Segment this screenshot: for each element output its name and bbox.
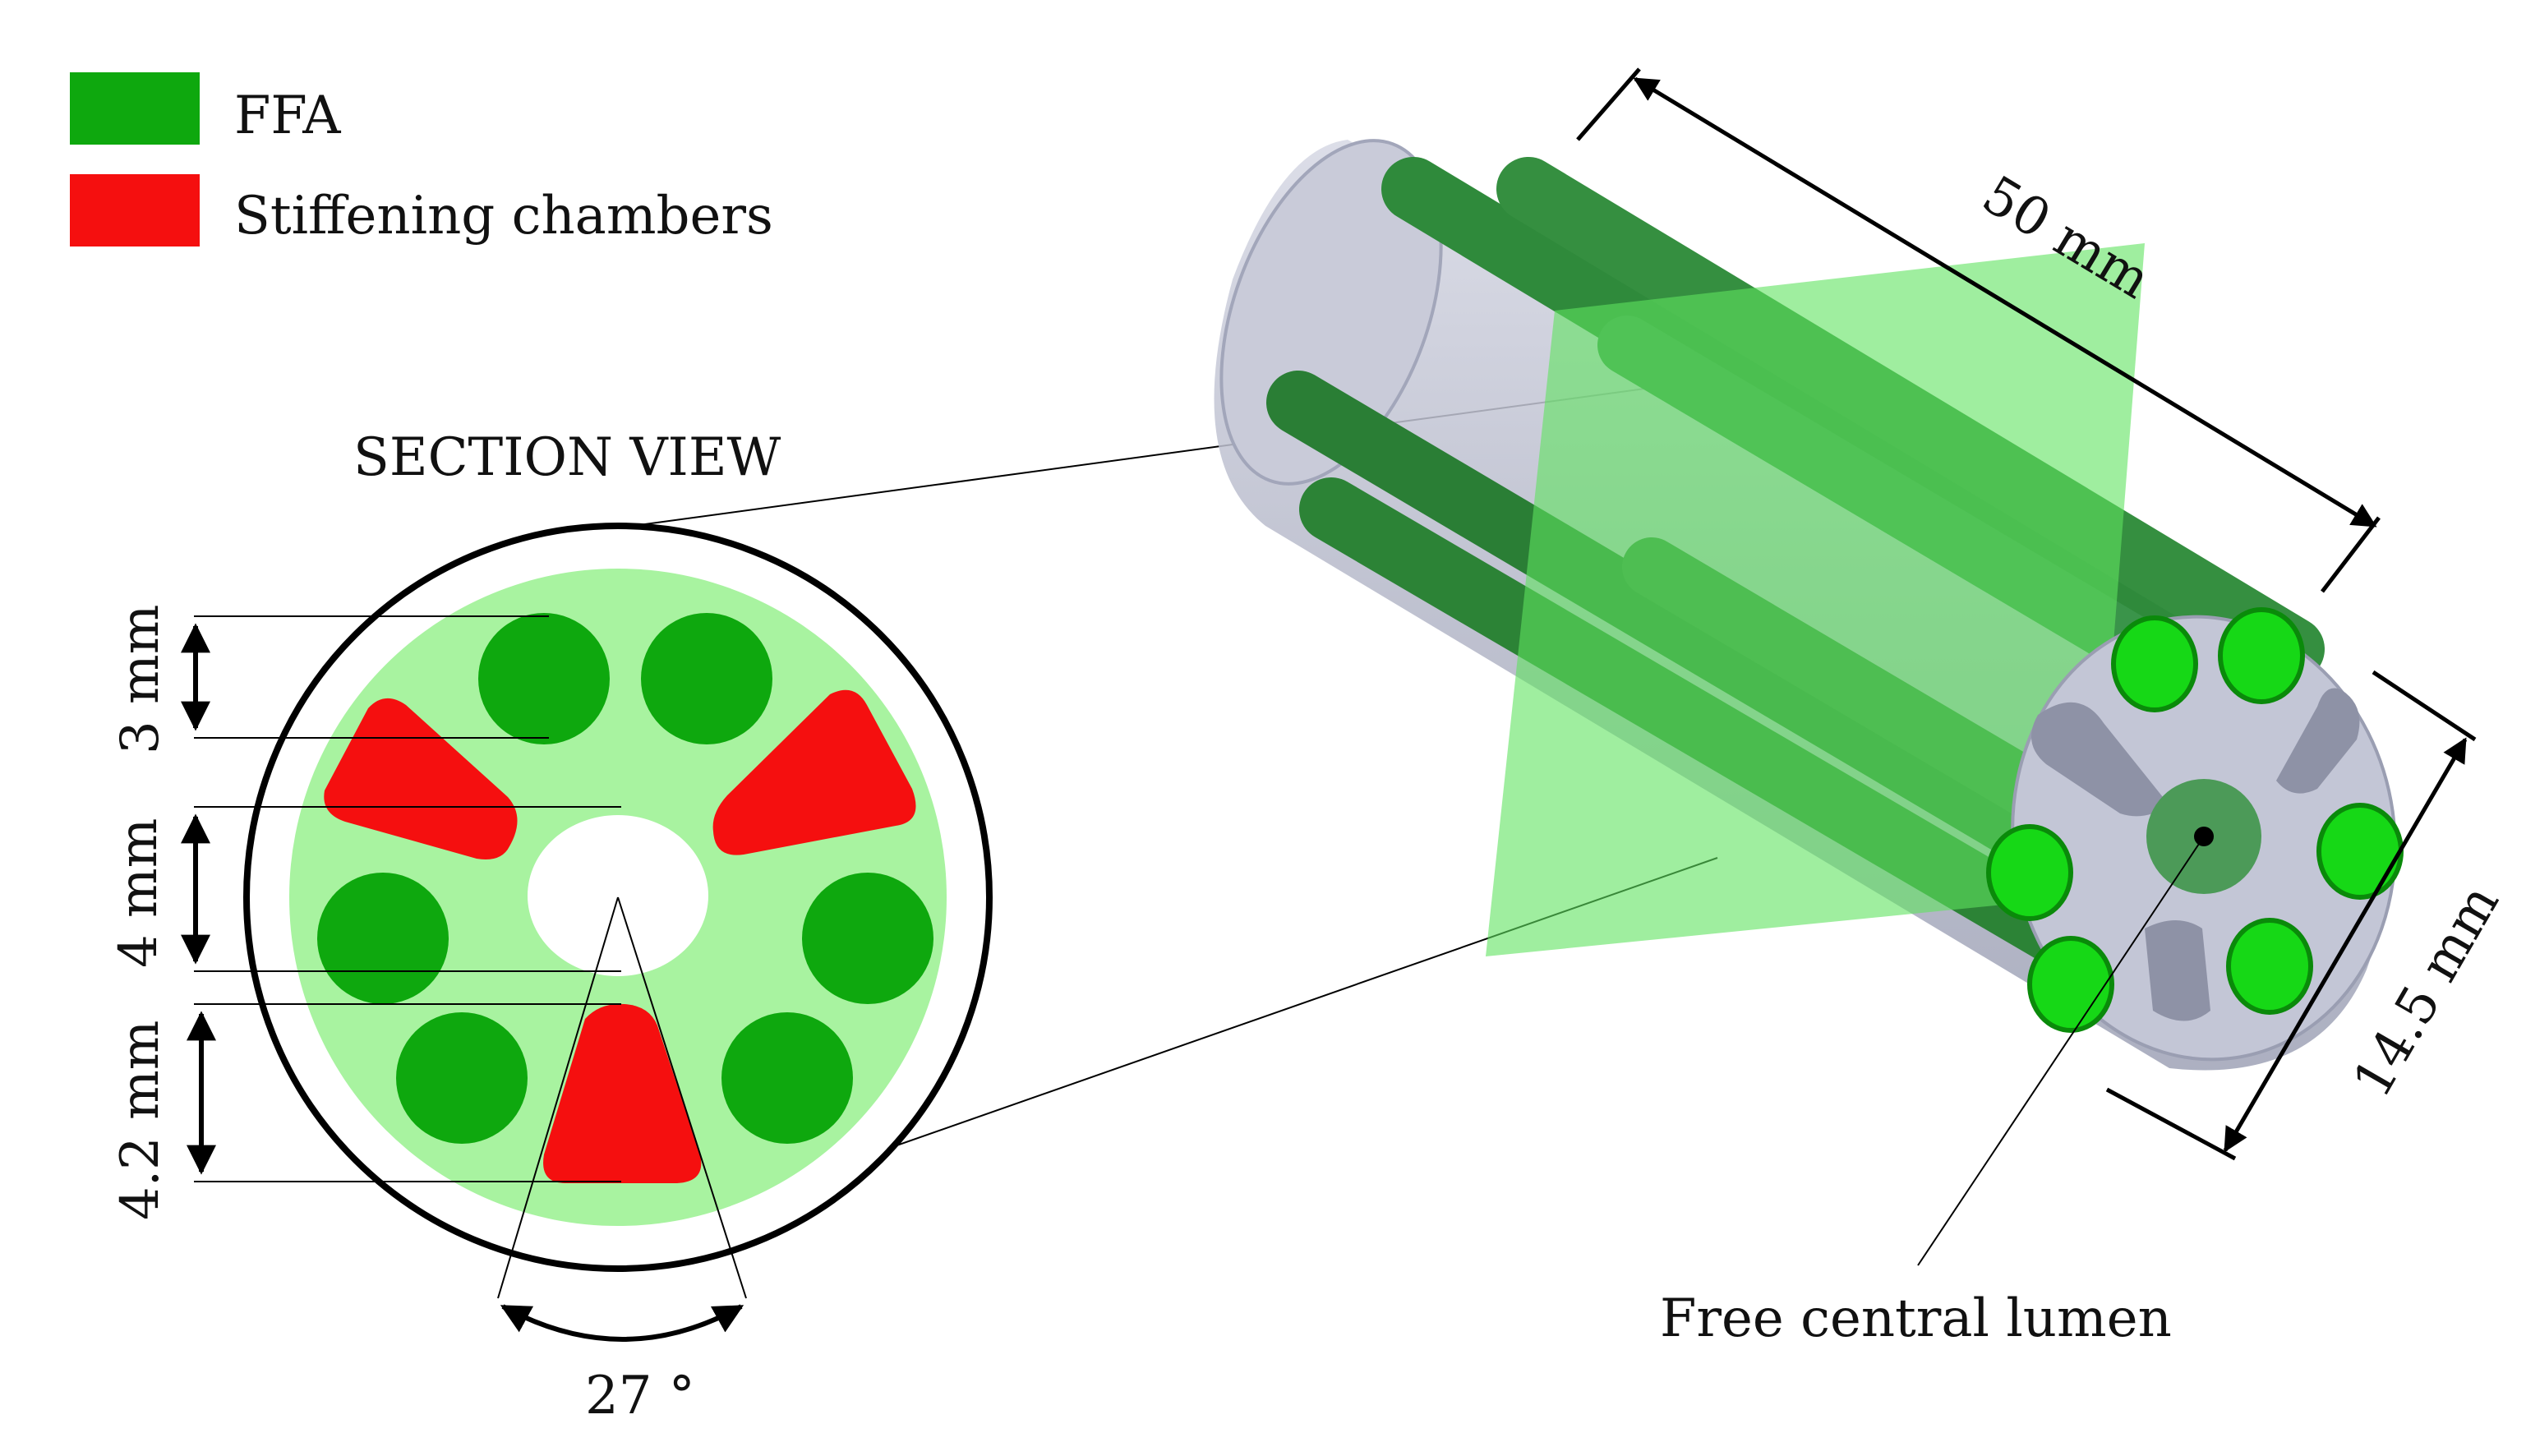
legend-label-ffa: FFA	[234, 85, 341, 146]
legend-label-chambers: Stiffening chambers	[234, 186, 773, 247]
section-chamber-right	[712, 689, 916, 855]
section-ffa-1	[478, 613, 610, 744]
section-view: SECTION VIEW	[108, 427, 993, 1426]
legend-swatch-chambers	[70, 174, 200, 247]
section-ffa-3	[317, 873, 449, 1004]
ffa-diameter-label: 3 mm	[110, 605, 171, 754]
isometric-view: 50 mm 14.5 mm Free central lumen	[1214, 67, 2511, 1349]
section-ffa-4	[802, 873, 933, 1004]
section-chamber-group	[324, 689, 916, 1183]
lumen-diameter-label: 4 mm	[108, 818, 169, 968]
angle-arc-arrow	[500, 1304, 744, 1342]
lumen-leader-line	[1917, 836, 2205, 1266]
section-central-lumen	[528, 815, 708, 976]
section-ffa-6	[721, 1012, 853, 1144]
chamber-angle-label: 27 °	[585, 1366, 695, 1426]
chamber-height-label: 4.2 mm	[110, 1021, 171, 1221]
section-ffa-2	[641, 613, 772, 744]
section-ffa-5	[396, 1012, 528, 1144]
legend: FFA Stiffening chambers	[70, 72, 773, 247]
section-dimension-lines	[194, 615, 747, 1299]
legend-swatch-ffa	[70, 72, 200, 145]
section-ffa-group	[317, 613, 933, 1144]
section-dimension-arrows	[181, 623, 744, 1342]
diameter-dimension	[2105, 670, 2477, 1161]
section-chamber-bottom	[543, 1003, 702, 1183]
length-dimension	[1576, 67, 2381, 593]
lumen-label: Free central lumen	[1660, 1288, 2172, 1349]
section-view-title: SECTION VIEW	[353, 427, 781, 488]
